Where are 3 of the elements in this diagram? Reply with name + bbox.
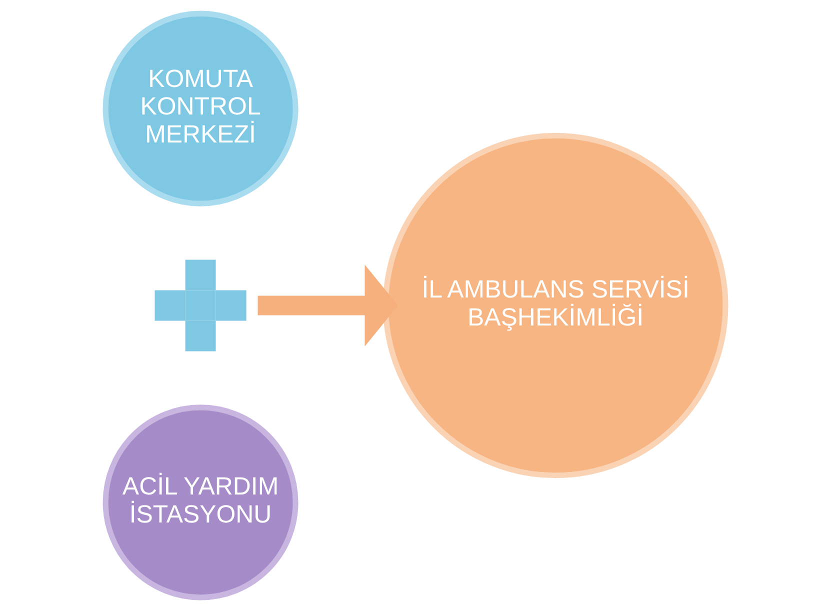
- node-circle: ACİL YARDIM İSTASYONU: [102, 404, 298, 600]
- node-circle: İL AMBULANS SERVİSİ BAŞHEKİMLİĞİ: [382, 132, 728, 478]
- node-circle: KOMUTA KONTROL MERKEZİ: [102, 10, 298, 206]
